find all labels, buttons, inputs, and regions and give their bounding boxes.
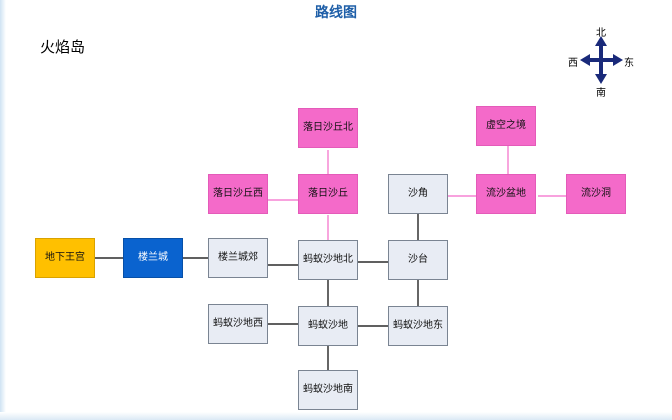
node-shatai[interactable]: 沙台 [388,240,448,280]
node-dixia-wanggong[interactable]: 地下王宫 [35,238,95,278]
node-mayi-shadi-nan[interactable]: 蚂蚁沙地南 [298,370,358,410]
node-luori-shaqiu-xi[interactable]: 落日沙丘西 [208,174,268,214]
node-liusha-pendi[interactable]: 流沙盆地 [476,174,536,214]
left-edge-decoration [0,0,6,420]
node-mayi-shadi-dong[interactable]: 蚂蚁沙地东 [388,306,448,346]
compass-icon [580,36,623,84]
node-mayi-shadi[interactable]: 蚂蚁沙地 [298,306,358,346]
node-liusha-dong[interactable]: 流沙洞 [566,174,626,214]
compass-east-label: 东 [624,58,634,69]
diagram-title: 路线图 [315,5,357,21]
node-loulan-chengjiao[interactable]: 楼兰城郊 [208,238,268,278]
node-xukong-zhijing[interactable]: 虚空之境 [476,106,536,146]
node-loulan-cheng[interactable]: 楼兰城 [123,238,183,278]
node-mayi-shadi-bei[interactable]: 蚂蚁沙地北 [298,240,358,280]
node-luori-shaqiu[interactable]: 落日沙丘 [298,174,358,214]
diagram-subtitle: 火焰岛 [40,38,86,56]
bottom-edge-decoration [0,412,672,420]
compass-north-label: 北 [596,28,606,39]
node-shajiao[interactable]: 沙角 [388,174,448,214]
compass-west-label: 西 [568,58,578,69]
node-luori-shaqiu-bei[interactable]: 落日沙丘北 [298,108,358,148]
node-mayi-shadi-xi[interactable]: 蚂蚁沙地西 [208,304,268,344]
compass-south-label: 南 [596,88,606,99]
